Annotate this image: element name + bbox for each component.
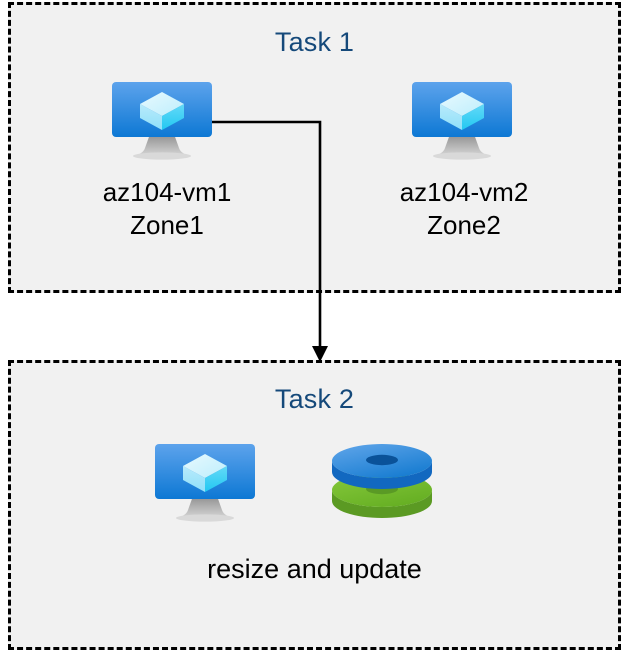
task-2-title: Task 2 bbox=[274, 384, 355, 414]
task-1-title: Task 1 bbox=[274, 27, 355, 57]
task-2-caption: resize and update bbox=[207, 554, 422, 584]
az104-vm2-label: az104-vm2 Zone2 bbox=[399, 177, 529, 240]
az104-vm1-label: az104-vm1 Zone1 bbox=[102, 177, 232, 240]
virtual-machine-icon[interactable] bbox=[155, 444, 255, 522]
virtual-machine-icon[interactable] bbox=[412, 82, 512, 160]
task-2-container bbox=[8, 360, 621, 650]
disks-icon[interactable] bbox=[330, 442, 434, 522]
virtual-machine-icon[interactable] bbox=[112, 82, 212, 160]
